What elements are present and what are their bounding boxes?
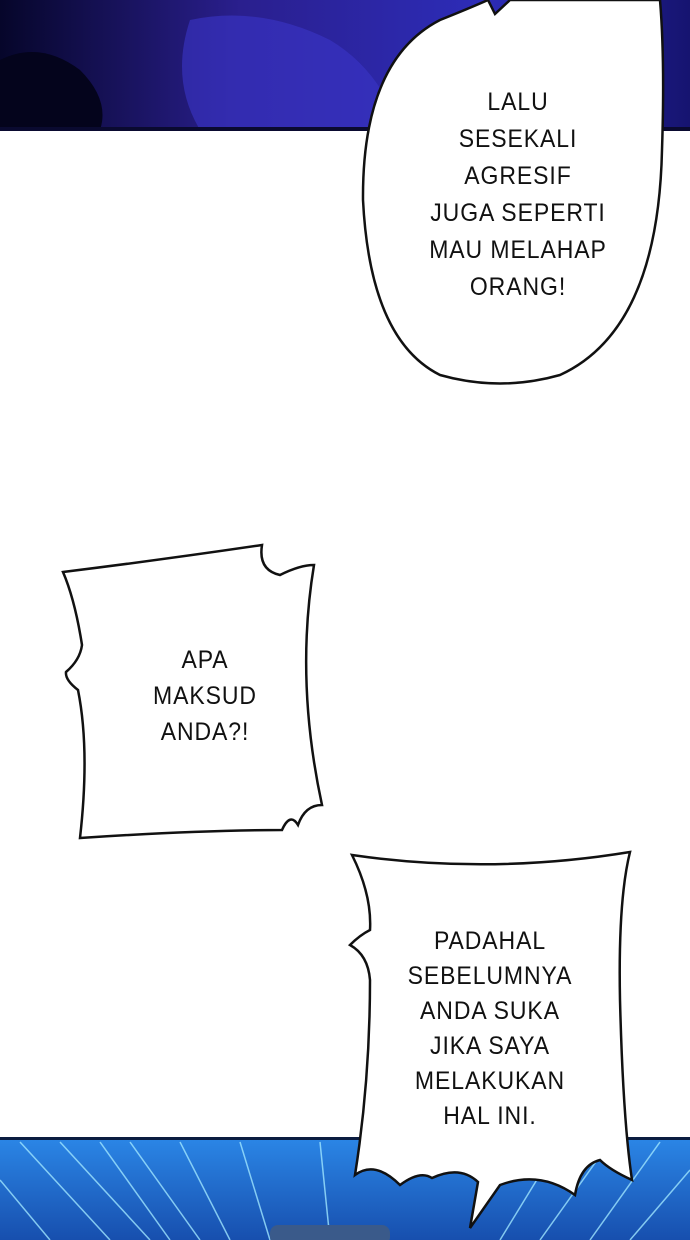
bubble-line: PADAHAL: [433, 927, 547, 955]
bubble-line: MAU MELAHAP: [429, 236, 607, 264]
speech-bubble-3: PADAHAL SEBELUMNYA ANDA SUKA JIKA SAYA M…: [380, 924, 601, 1134]
speech-bubble-1: LALU SESEKALI AGRESIF JUGA SEPERTI MAU M…: [408, 84, 629, 306]
speech-bubble-1-shape: [361, 0, 665, 385]
bubble-line: AGRESIF: [464, 162, 572, 190]
bubble-line: JUGA SEPERTI: [430, 199, 606, 227]
bubble-line: MAKSUD: [153, 682, 257, 710]
bubble-line: HAL INI.: [443, 1102, 537, 1130]
speech-bubble-2: APA MAKSUD ANDA?!: [113, 642, 297, 750]
bubble-line: ANDA?!: [160, 718, 250, 746]
bubble-line: LALU: [487, 88, 549, 116]
speech-bubble-2-shape: [61, 543, 324, 840]
bubble-line: MELAKUKAN: [414, 1067, 566, 1095]
bubble-line: APA: [181, 646, 229, 674]
bubble-line: ORANG!: [469, 273, 567, 301]
bubble-line: SEBELUMNYA: [407, 962, 573, 990]
bubble-line: ANDA SUKA: [420, 997, 560, 1025]
bubble-line: SESEKALI: [458, 125, 578, 153]
bubble-line: JIKA SAYA: [430, 1032, 550, 1060]
speech-bubble-3-shape: [347, 850, 634, 1229]
